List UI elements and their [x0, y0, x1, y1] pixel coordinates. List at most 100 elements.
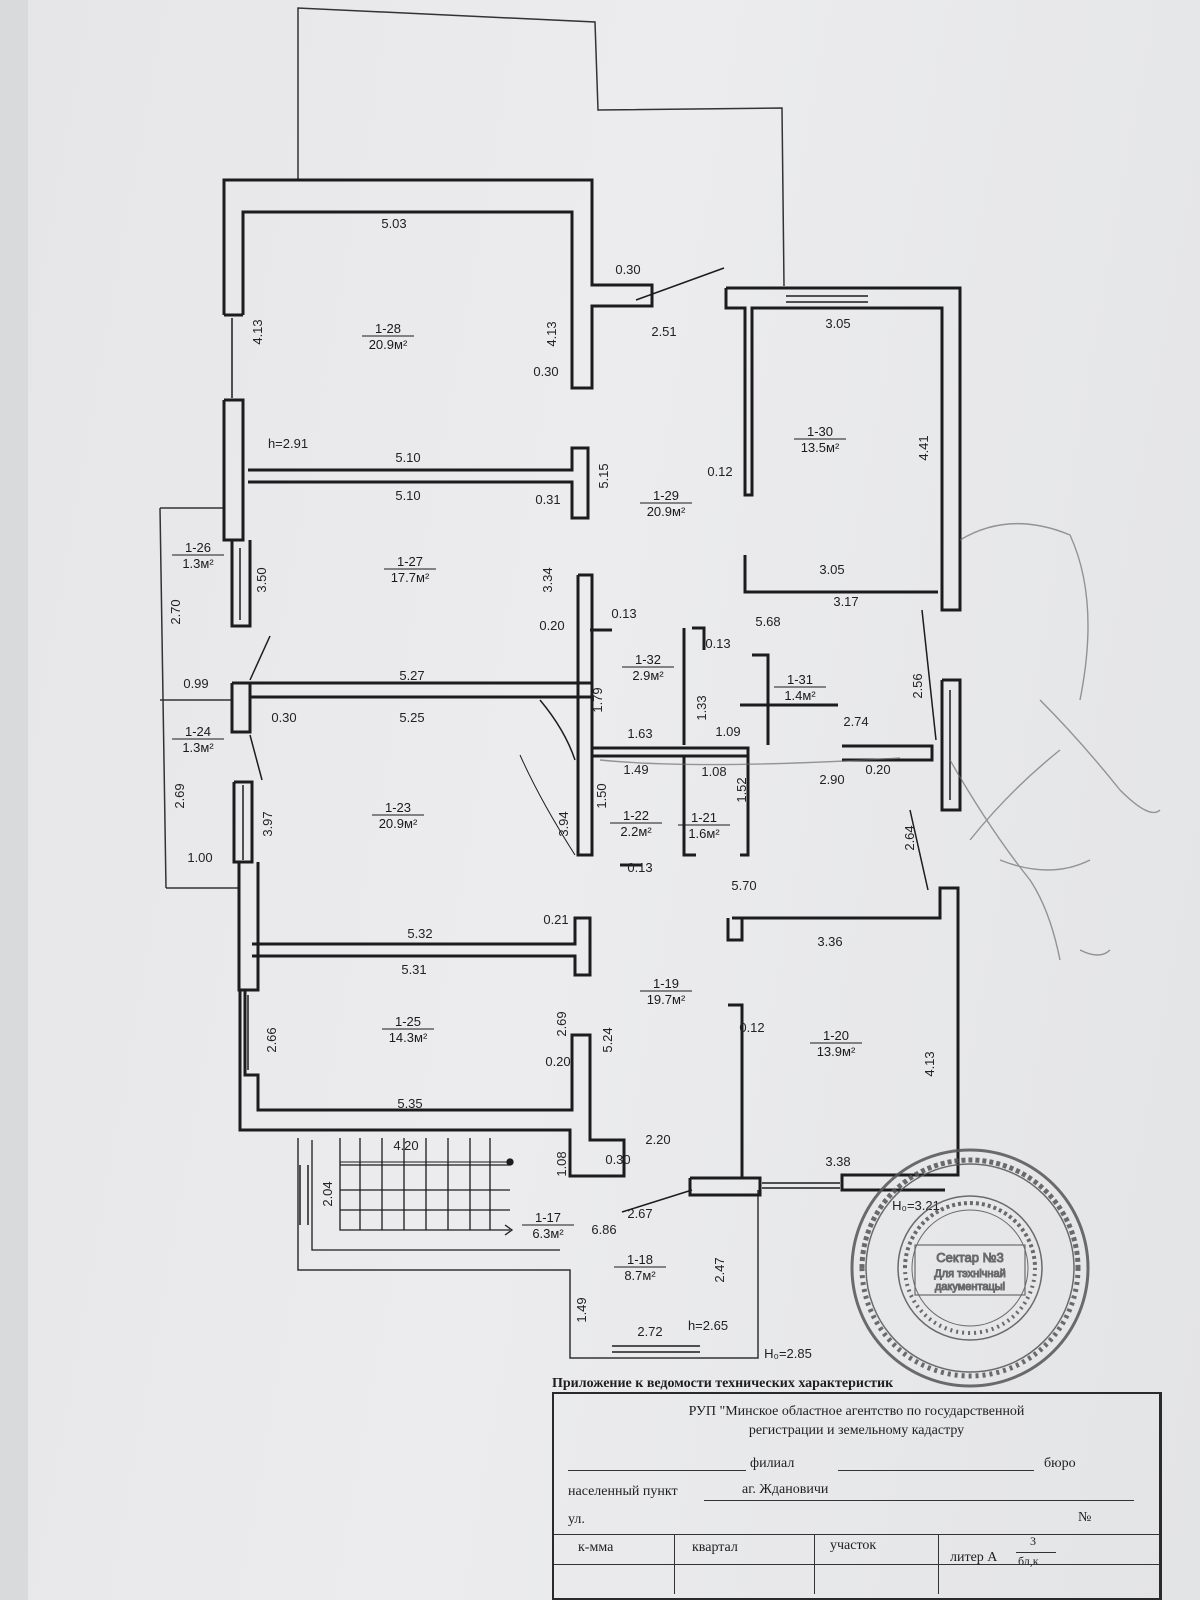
room-number-1-24: 1-24	[185, 724, 211, 739]
dimension-d020a: 0.20	[539, 618, 564, 633]
org-line-1: РУП "Минское областное агентство по госу…	[688, 1404, 1025, 1419]
branch-underline	[568, 1470, 746, 1471]
room-area-1-29: 20.9м²	[647, 504, 686, 519]
room-number-1-17: 1-17	[535, 1210, 561, 1225]
dimension-d251: 2.51	[651, 324, 676, 339]
room-area-1-30: 13.5м²	[801, 440, 840, 455]
dimension-d532: 5.32	[407, 926, 432, 941]
dimension-d535: 5.35	[397, 1096, 422, 1111]
dimension-d397: 3.97	[260, 811, 275, 836]
dimension-d334: 3.34	[540, 567, 555, 592]
dimension-d413c: 4.13	[922, 1051, 937, 1076]
room-area-1-25: 14.3м²	[389, 1030, 428, 1045]
room-number-1-30: 1-30	[807, 424, 833, 439]
room-area-1-19: 19.7м²	[647, 992, 686, 1007]
dimension-d291: h=2.91	[268, 436, 308, 451]
dimension-d272: 2.72	[637, 1324, 662, 1339]
room-area-1-18: 8.7м²	[624, 1268, 656, 1283]
dimension-d265: h=2.65	[688, 1318, 728, 1333]
window-marks	[231, 295, 951, 1353]
round-seal: Сектар №3 Для тэхнічнай дакументацыі	[850, 1148, 1090, 1388]
dimension-d269b: 2.69	[554, 1011, 569, 1036]
room-number-1-32: 1-32	[635, 652, 661, 667]
dimension-d527: 5.27	[399, 668, 424, 683]
street-label: ул.	[568, 1512, 585, 1527]
plot-label: участок	[830, 1538, 877, 1553]
bureau-underline	[838, 1470, 1034, 1471]
dimension-d099: 0.99	[183, 676, 208, 691]
litera-denominator: бл,к	[1018, 1554, 1039, 1568]
room-number-1-25: 1-25	[395, 1014, 421, 1029]
dimension-d515: 5.15	[596, 463, 611, 488]
interior-walls	[248, 446, 934, 1178]
room-number-1-23: 1-23	[385, 800, 411, 815]
dimension-d321: H₀=3.21	[892, 1198, 940, 1213]
staircase	[311, 1138, 560, 1251]
bureau-label: бюро	[1044, 1456, 1076, 1471]
org-line-2: регистрации и земельному кадастру	[748, 1423, 965, 1438]
dimension-d012a: 0.12	[707, 464, 732, 479]
dimension-d305a: 3.05	[825, 316, 850, 331]
street-row-rule	[554, 1534, 1160, 1535]
dimension-d317: 3.17	[833, 594, 858, 609]
seal-text-1: Сектар №3	[936, 1250, 1004, 1265]
dimension-d108b: 1.08	[554, 1151, 569, 1176]
dimension-d266: 2.66	[264, 1027, 279, 1052]
room-area-1-28: 20.9м²	[369, 337, 408, 352]
dimension-d267: 2.67	[627, 1206, 652, 1221]
title-block: РУП "Минское областное агентство по госу…	[552, 1392, 1162, 1600]
dimension-d441: 4.41	[916, 435, 931, 460]
dimension-d413b: 4.13	[544, 321, 559, 346]
dimension-d012b: 0.12	[739, 1020, 764, 1035]
room-number-1-22: 1-22	[623, 808, 649, 823]
room-area-1-17: 6.3м²	[532, 1226, 564, 1241]
dimension-d525: 5.25	[399, 710, 424, 725]
col-divider-1	[674, 1534, 675, 1594]
dimension-d338: 3.38	[825, 1154, 850, 1169]
site-outline	[159, 7, 785, 1359]
dimension-d256: 2.56	[910, 673, 925, 698]
appendix-caption: Приложение к ведомости технических харак…	[552, 1376, 894, 1391]
dimension-d031: 0.31	[535, 492, 560, 507]
dimension-d100: 1.00	[187, 850, 212, 865]
dimension-d204: 2.04	[320, 1181, 335, 1206]
exterior-walls	[222, 178, 962, 1197]
dimension-d413a: 4.13	[250, 319, 265, 344]
branch-label: филиал	[750, 1456, 795, 1471]
room-number-1-20: 1-20	[823, 1028, 849, 1043]
dimension-d247: 2.47	[712, 1257, 727, 1282]
dimension-d503: 5.03	[381, 216, 406, 231]
dimension-d350: 3.50	[254, 567, 269, 592]
dimension-d568: 5.68	[755, 614, 780, 629]
room-area-1-21: 1.6м²	[688, 826, 720, 841]
litera-numerator: 3	[1030, 1534, 1036, 1548]
dimension-d420: 4.20	[393, 1138, 418, 1153]
dimension-d030a: 0.30	[615, 262, 640, 277]
room-area-1-23: 20.9м²	[379, 816, 418, 831]
room-number-1-28: 1-28	[375, 321, 401, 336]
seal-text-2: Для тэхнічнай	[934, 1268, 1006, 1280]
dimension-d290: 2.90	[819, 772, 844, 787]
dimension-d013c: 0.13	[627, 860, 652, 875]
dimension-d220: 2.20	[645, 1132, 670, 1147]
pencil-scribble	[599, 522, 1161, 961]
room-number-1-27: 1-27	[397, 554, 423, 569]
dimension-d274: 2.74	[843, 714, 868, 729]
dimension-d133: 1.33	[694, 695, 709, 720]
litera-fraction-bar	[1016, 1552, 1056, 1553]
dimension-d269a: 2.69	[172, 783, 187, 808]
room-area-1-31: 1.4м²	[784, 688, 816, 703]
room-number-1-18: 1-18	[627, 1252, 653, 1267]
locality-label: населенный пункт	[568, 1484, 678, 1499]
litera-label: литер А	[950, 1550, 998, 1565]
room-number-1-29: 1-29	[653, 488, 679, 503]
dimension-d163: 1.63	[627, 726, 652, 741]
kmma-label: к-мма	[578, 1540, 614, 1555]
dimension-d149b: 1.49	[574, 1297, 589, 1322]
room-area-1-22: 2.2м²	[620, 824, 652, 839]
dimension-d510a: 5.10	[395, 450, 420, 465]
dimension-d179: 1.79	[590, 687, 605, 712]
